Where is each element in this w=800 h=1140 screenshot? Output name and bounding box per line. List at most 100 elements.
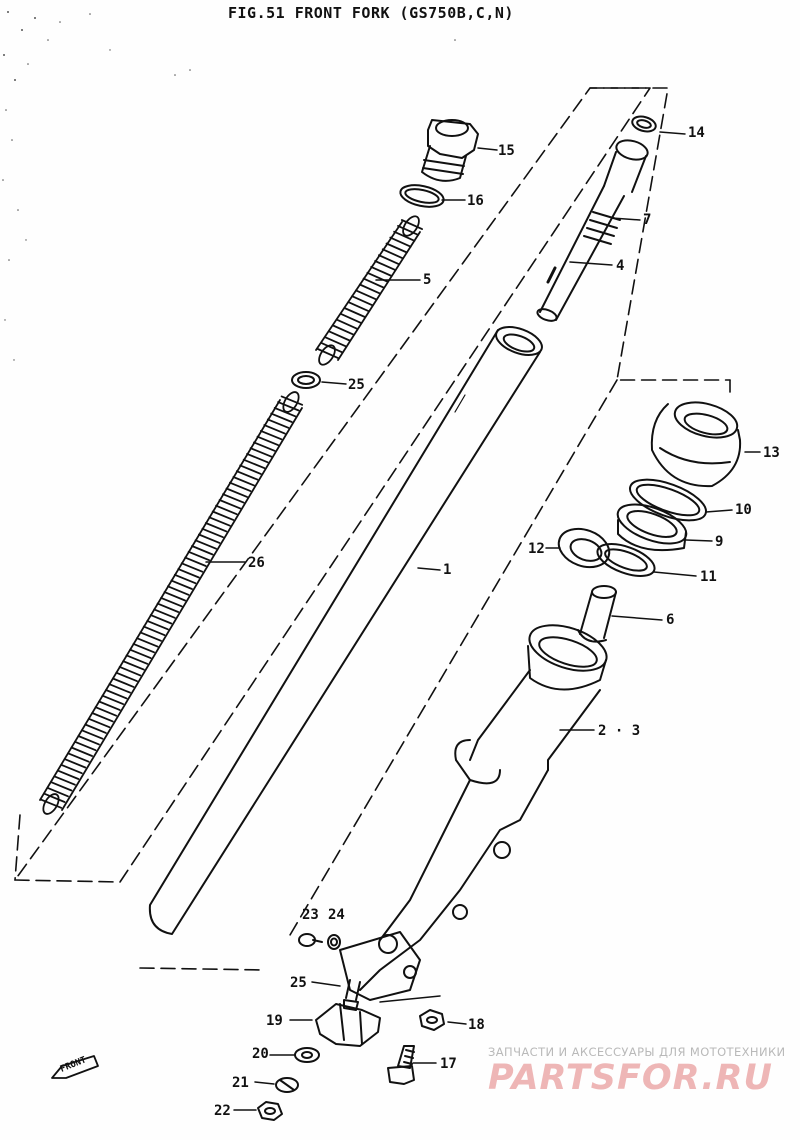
part-label-26: 26 (248, 555, 265, 571)
part-label-25: 25 (348, 377, 365, 393)
spring-coil (232, 476, 255, 487)
spring-coil (320, 342, 343, 354)
spring-coil (84, 723, 107, 734)
spring-coil (160, 597, 183, 608)
spring-coil (204, 522, 228, 533)
part-label-22: 23 (302, 907, 319, 923)
seal-part-11 (557, 527, 611, 569)
spring-coil (229, 481, 252, 492)
outer-tube-part-2-3 (339, 624, 608, 1001)
part-label-14: 15 (498, 143, 515, 159)
spring-coil (142, 625, 166, 636)
part-label-21: 22 (214, 1103, 231, 1119)
spring-coil (56, 769, 80, 780)
short-spring-part-5 (315, 215, 423, 366)
part-label-6: 6 (666, 612, 675, 628)
spring-coil (136, 637, 159, 648)
stopper-ring-part-9 (629, 478, 707, 522)
spring-coil (277, 401, 300, 412)
bottom-frame-line (139, 967, 266, 971)
part-label-8: 9 (715, 534, 724, 550)
damper-piece-part-6 (577, 585, 617, 643)
spring-coil (336, 318, 359, 330)
part-label-24: 25 (290, 975, 307, 991)
spring-coil (339, 312, 362, 324)
spring-coil (263, 424, 286, 435)
part-label-16: 17 (440, 1056, 457, 1072)
spring-coil (77, 735, 100, 746)
cap-bolt-part-14 (421, 119, 479, 182)
scan-noise (2, 11, 456, 361)
spring-coil (332, 324, 355, 336)
spring-coil (101, 694, 124, 705)
spring-coil (208, 516, 231, 527)
part-label-17: 18 (468, 1017, 485, 1033)
spring-coil (266, 418, 290, 429)
spring-coil (215, 504, 238, 516)
spring-coil (347, 301, 370, 313)
spring-coil (198, 533, 221, 544)
spring-coil (173, 573, 197, 585)
part-label-19: 20 (252, 1046, 269, 1062)
spacer-part-25 (291, 371, 321, 389)
part-label-9: 10 (735, 502, 752, 518)
spring-coil (389, 236, 412, 248)
spring-coil (108, 683, 131, 694)
figure-title: FIG.51 FRONT FORK (GS750B,C,N) (228, 4, 514, 22)
spring-coil (343, 307, 366, 318)
group-frame-lines (14, 87, 731, 971)
spring-coil (249, 447, 273, 458)
spring-coil (187, 550, 211, 562)
o-ring-part-15 (399, 184, 445, 208)
spring-coil (112, 677, 135, 688)
spring-coil (177, 568, 200, 579)
spring-coil (91, 712, 114, 723)
spring-coil (156, 602, 180, 613)
axle-holder-part-18 (315, 995, 441, 1047)
inner-tube-part-1 (148, 326, 543, 935)
spring-coil (324, 336, 347, 348)
part-label-13: 14 (688, 125, 705, 141)
part-label-5: 5 (423, 272, 432, 288)
leader-lines (205, 131, 761, 1111)
part-label-15: 16 (467, 193, 484, 209)
spring-coil (256, 435, 279, 446)
watermark-logo: PARTSFOR.RU (488, 1058, 773, 1098)
spring-coil (163, 591, 186, 602)
spring-coil (358, 283, 381, 295)
spring-coil (351, 295, 374, 307)
oil-seal-part-8 (616, 503, 688, 552)
spring-coil (132, 643, 155, 654)
spring-coil (246, 453, 269, 464)
dust-seal-part-12 (650, 401, 742, 488)
spring-coil (184, 556, 207, 567)
front-arrow-marker (51, 1055, 99, 1079)
spring-coil (222, 493, 245, 504)
spring-coil (400, 219, 423, 230)
spring-coil (94, 706, 118, 717)
spring-coil (280, 395, 304, 406)
spring-coil (180, 562, 204, 573)
spring-coil (211, 510, 235, 521)
part-label-7: 7 (643, 212, 652, 228)
watermark-caption: ЗАПЧАСТИ И АКСЕССУАРЫ ДЛЯ МОТОТЕХНИКИ (488, 1045, 786, 1059)
spring-coil (167, 585, 190, 596)
part-label-4: 4 (616, 258, 625, 274)
spring-coil (39, 798, 63, 809)
spring-coil (270, 412, 293, 423)
spring-coil (125, 654, 149, 665)
spring-coils (39, 395, 304, 809)
spring-coil (374, 260, 397, 271)
spring-coil (115, 671, 138, 682)
spring-coil (98, 700, 121, 711)
stud-bolt-part-16 (387, 1045, 415, 1085)
part-label-12: 13 (763, 445, 780, 461)
spring-coil (370, 266, 393, 277)
spring-coil (194, 539, 217, 550)
gasket-part-23 (327, 934, 341, 950)
spring-coil (81, 729, 104, 740)
spring-coil (70, 746, 93, 757)
washer-part-19 (294, 1047, 320, 1063)
